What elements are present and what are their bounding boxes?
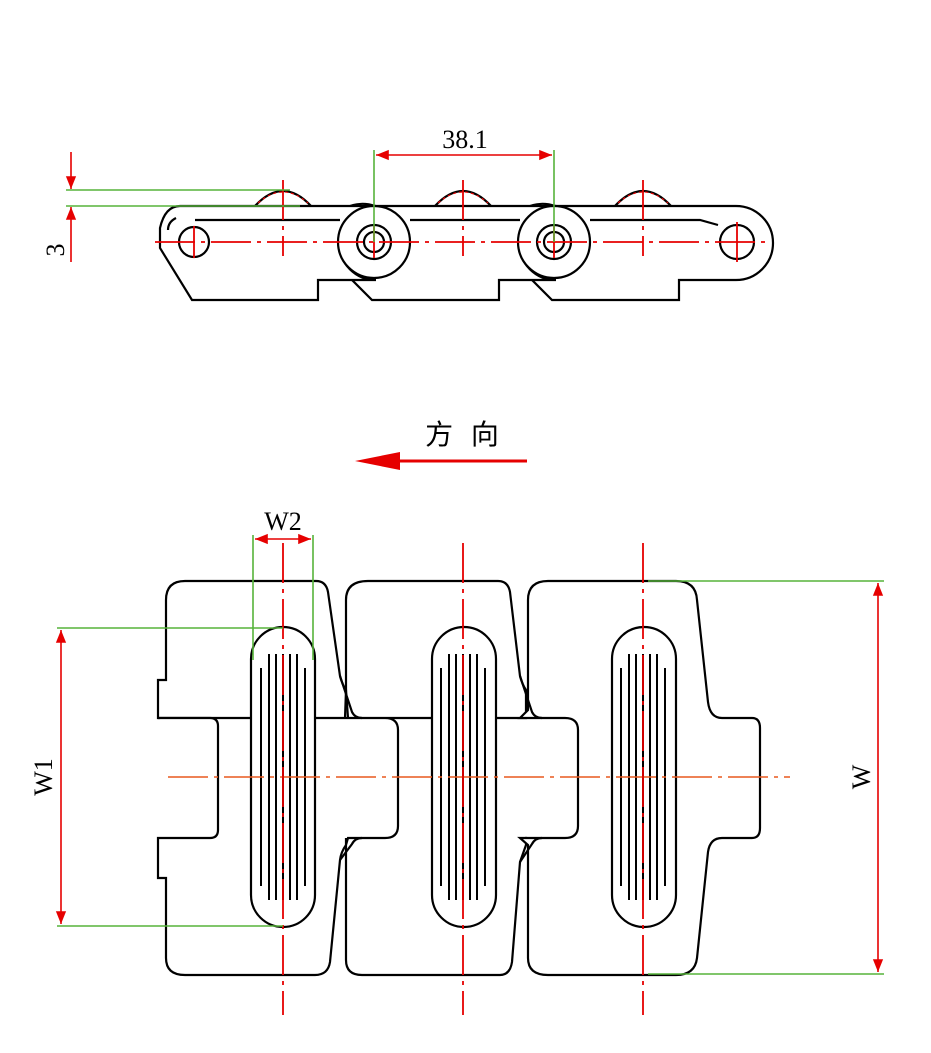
pitch-dimension: 38.1 <box>373 125 555 242</box>
height-dimension: 3 <box>41 152 300 262</box>
direction-arrow-icon <box>355 452 400 470</box>
w-dimension: W <box>648 580 884 975</box>
w-label: W <box>847 764 876 789</box>
w2-dimension: W2 <box>252 507 314 660</box>
height-label: 3 <box>41 244 70 257</box>
w1-label: W1 <box>29 758 58 796</box>
side-links <box>158 202 775 302</box>
pitch-label: 38.1 <box>442 125 488 154</box>
side-view: 38.1 3 <box>41 125 775 302</box>
direction-indicator: 方 向 <box>355 418 527 470</box>
w2-label: W2 <box>264 507 302 536</box>
top-view: W2 W1 W <box>29 507 884 1015</box>
w1-dimension: W1 <box>29 627 283 927</box>
side-centerlines <box>155 180 768 262</box>
direction-label: 方 向 <box>425 418 499 451</box>
top-centerlines <box>168 543 790 1015</box>
